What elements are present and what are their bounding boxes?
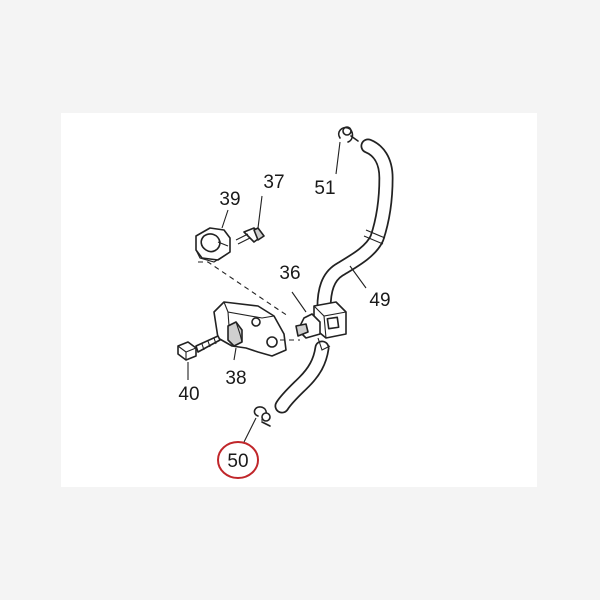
hose-49 [316, 138, 394, 316]
highlight-ring-50 [217, 441, 259, 479]
clip-51 [337, 126, 359, 143]
valve-36 [295, 301, 347, 351]
clip-50 [253, 406, 271, 427]
part-label-49: 49 [369, 290, 390, 311]
part-label-37: 37 [263, 172, 284, 193]
screw-37 [235, 227, 265, 245]
bolt-40 [177, 335, 221, 361]
part-label-39: 39 [219, 189, 240, 210]
holder-39 [195, 227, 231, 263]
part-label-40: 40 [178, 384, 199, 405]
hose-lower [274, 340, 330, 414]
part-label-50: 50 [227, 451, 248, 472]
assembly-guides [198, 261, 300, 341]
part-label-51: 51 [314, 178, 335, 199]
part-label-38: 38 [225, 368, 246, 389]
leader-lines [187, 141, 367, 443]
part-label-36: 36 [279, 263, 300, 284]
diagram-panel [61, 113, 537, 487]
bracket-38 [213, 301, 287, 357]
